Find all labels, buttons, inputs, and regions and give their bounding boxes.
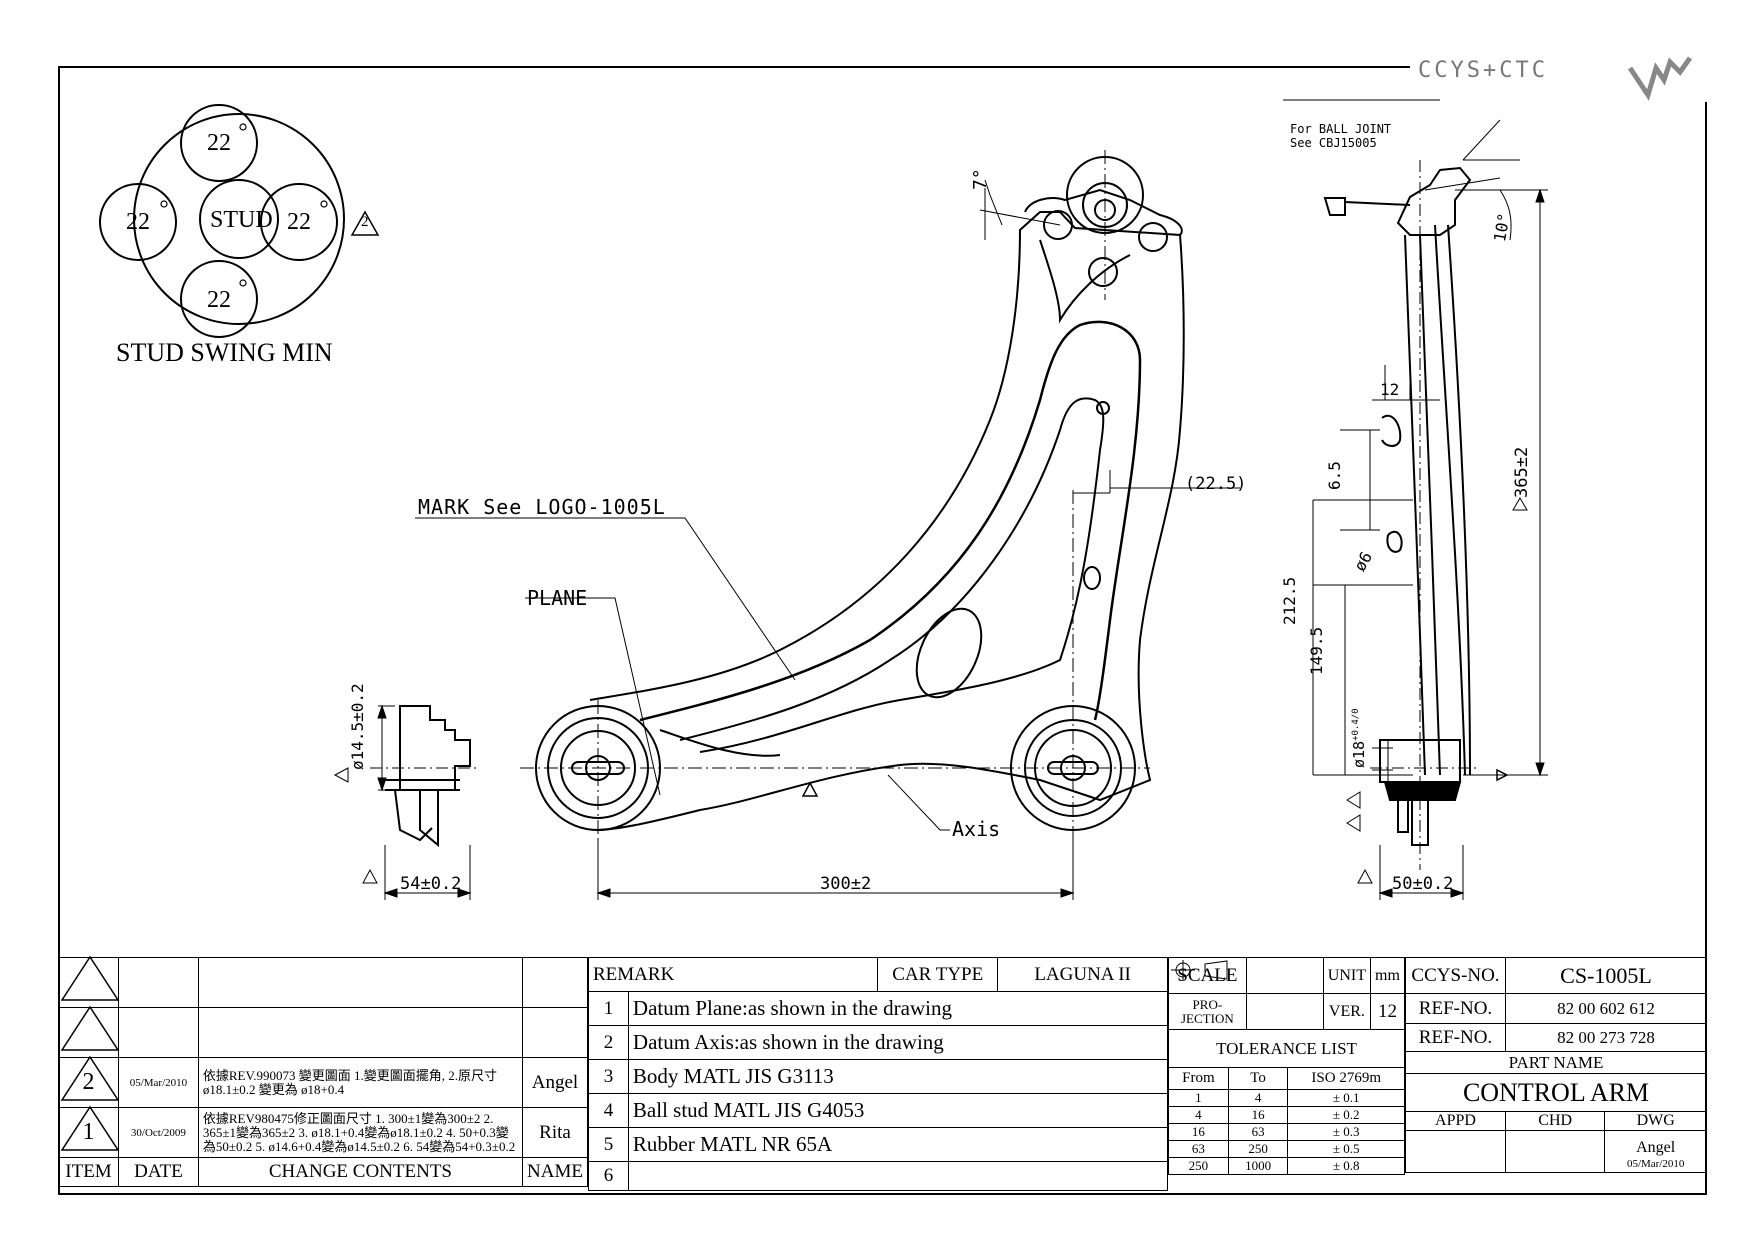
part-table: CCYS-NO. CS-1005L REF-NO. 82 00 602 612 … [1405,957,1708,1173]
mark-label: MARK See LOGO-1005L [418,495,666,519]
dim-12-label: 12 [1380,380,1400,399]
stud-left-label: 22 [126,209,150,235]
car-type-value: LAGUNA II [997,957,1168,992]
revision-row [58,1007,589,1058]
car-type-label: CAR TYPE [877,957,999,992]
ball-joint-note-2: See CBJ15005 [1290,136,1377,150]
side-angle-label: 10° [1490,211,1514,244]
stud-center-label: STUD [210,207,273,233]
scale-value [1245,957,1324,994]
stud-top-label: 22 [207,130,231,156]
ref-no-label: REF-NO. [1405,1023,1506,1052]
part-name-value: CONTROL ARM [1405,1073,1707,1112]
appd-label: APPD [1405,1111,1506,1131]
side-width-label: 50±0.2 [1392,874,1454,894]
logo-text: CCYS+CTC [1418,58,1548,83]
scale-table: SCALE UNIT mm PRO-JECTION VER. 12 TOLERA… [1168,957,1405,1068]
revision-row [58,957,589,1008]
dim-365-label: 365±2 [1512,446,1532,498]
axis-label: Axis [952,817,1001,841]
stud-swing-caption: STUD SWING MIN [116,338,333,367]
remark-item: 6 [588,1161,1169,1191]
dim-149-5-label: 149.5 [1307,626,1326,675]
stud-bottom-label: 22 [207,287,231,313]
stud-right-label: 22 [287,209,311,235]
logo-swoosh-icon [1627,56,1693,101]
ball-joint-note-1: For BALL JOINT [1290,122,1392,136]
chd-label: CHD [1504,1111,1606,1131]
ccys-no-value: CS-1005L [1504,957,1708,994]
company-logo: CCYS+CTC [1410,50,1710,102]
ref-no-label: REF-NO. [1405,993,1506,1024]
dwg-label: DWG [1604,1111,1707,1131]
length-label: 300±2 [820,874,872,894]
plane-label: PLANE [527,586,588,610]
ref-no-2-value: 82 00 273 728 [1504,1023,1708,1052]
tolerance-header: From To ISO 2769m [1168,1067,1405,1090]
ref-no-1-value: 82 00 602 612 [1504,993,1708,1024]
rev-mark-label: 2 [361,214,369,230]
dim-phi6-label: ø6 [1350,548,1377,575]
dim-6-5-label: 6.5 [1325,461,1344,490]
dim-212-5-label: 212.5 [1280,576,1299,625]
ver-label: VER. [1322,993,1372,1030]
unit-value: mm [1370,957,1405,994]
part-name-label: PART NAME [1405,1051,1707,1074]
ver-value: 12 [1370,993,1405,1030]
projection-symbol-icon [1170,959,1324,1030]
unit-label: UNIT [1322,957,1372,994]
remark-header: REMARK [587,957,879,992]
section-width-label: 54±0.2 [400,874,462,894]
drawing-frame [58,66,1707,1195]
section-height-label: ø14.5±0.2 [348,683,367,770]
tolerance-title: TOLERANCE LIST [1168,1029,1405,1068]
projection-label: PRO-JECTION [1168,993,1247,1030]
drawn-date-value: 05/Mar/2010 [1626,1158,1685,1170]
front-angle-label: 7° [970,168,991,190]
drawn-by-value: Angel [1636,1139,1676,1156]
ccys-no-label: CCYS-NO. [1405,957,1506,994]
dim-phi18-label: ø18+0.4/0 [1350,708,1368,768]
offset-label: (22.5) [1185,474,1247,494]
